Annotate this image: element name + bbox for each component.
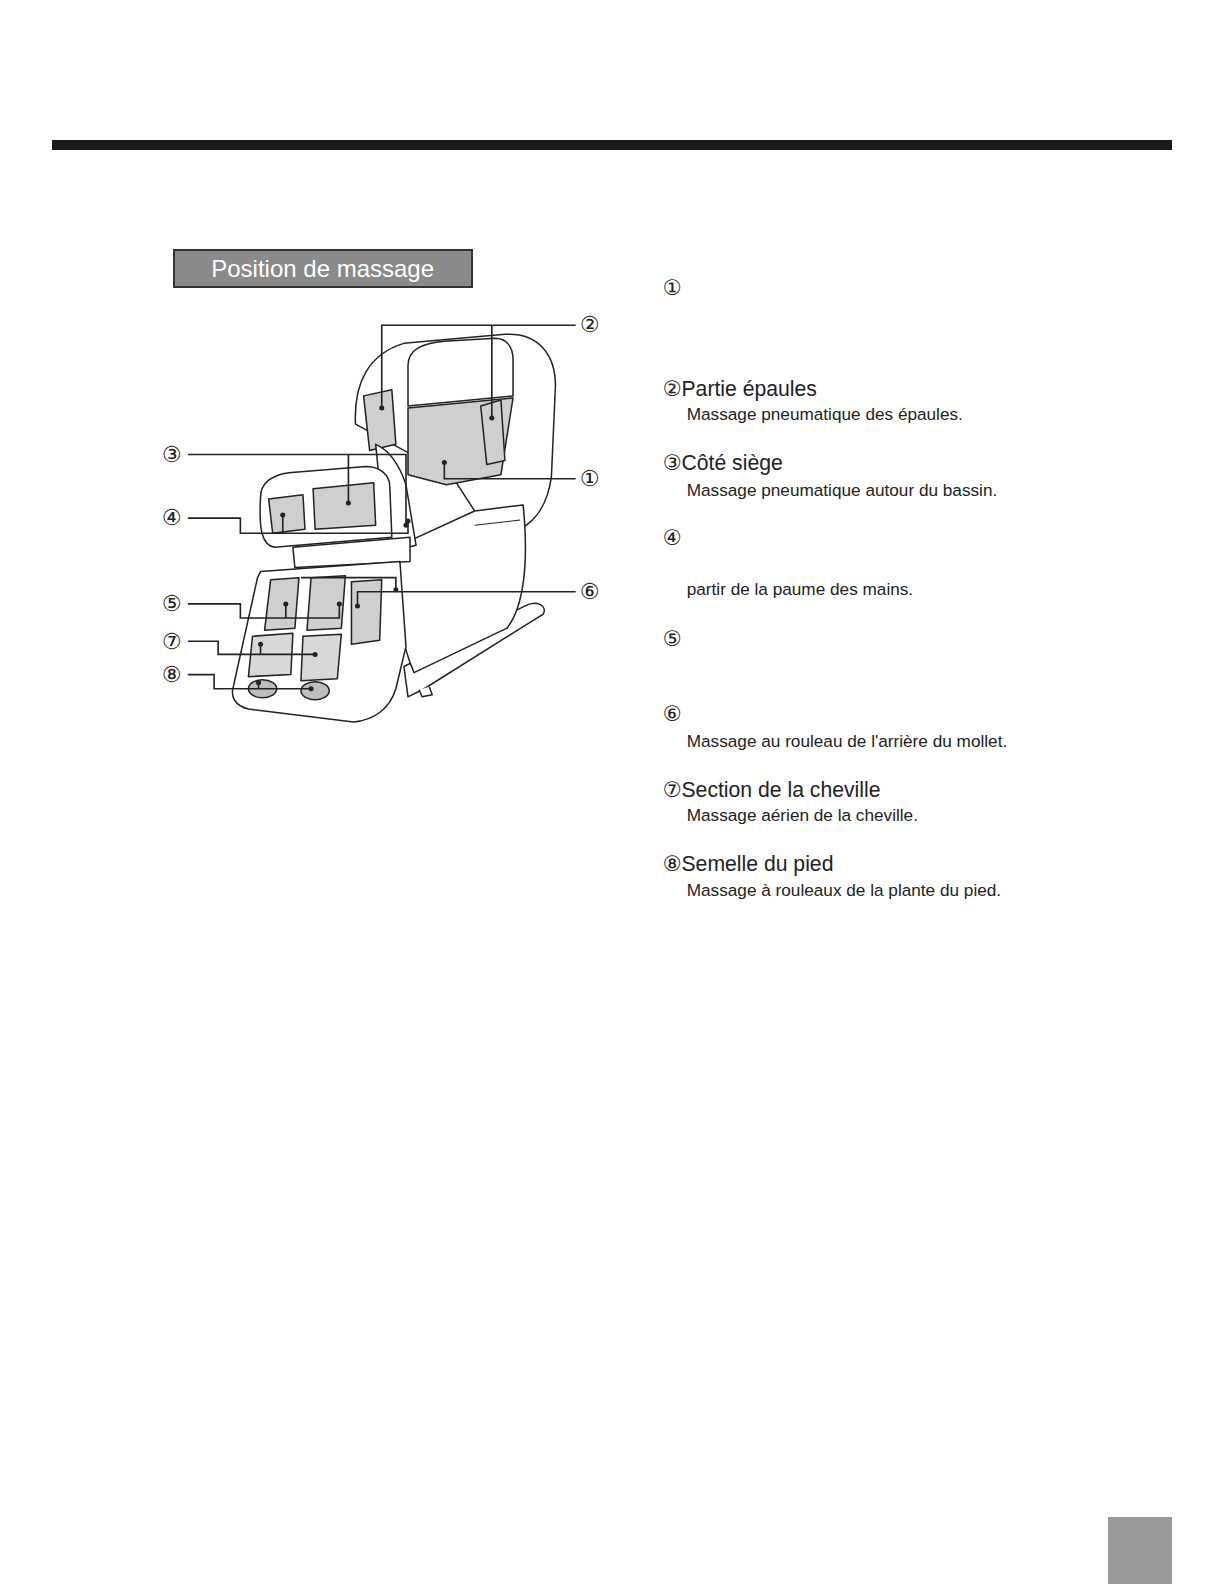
part-description: partir de la paume des mains. — [687, 580, 913, 600]
callout-number: ③ — [162, 442, 182, 468]
callout-number: ① — [580, 466, 600, 492]
part-heading: ⑥ — [662, 702, 681, 726]
part-heading: ⑧Semelle du pied — [662, 852, 833, 876]
part-description: Massage pneumatique des épaules. — [687, 405, 963, 425]
section-title: Position de massage — [211, 255, 434, 283]
part-heading: ②Partie épaules — [662, 377, 816, 401]
page-tab — [1108, 1517, 1172, 1584]
callout-number: ② — [580, 312, 600, 338]
leader-lines — [188, 325, 576, 691]
callout-number: ⑤ — [162, 591, 182, 617]
part-heading: ③Côté siège — [662, 451, 782, 475]
header-bar — [52, 140, 1172, 150]
part-description: Massage pneumatique autour du bassin. — [687, 481, 998, 501]
part-heading: ① — [662, 276, 681, 300]
part-description: Massage au rouleau de l'arrière du molle… — [687, 732, 1007, 752]
massage-chair — [232, 334, 555, 722]
callout-number: ⑦ — [162, 629, 182, 655]
part-heading: ⑤ — [662, 627, 681, 651]
callout-number: ⑥ — [580, 579, 600, 605]
callout-number: ④ — [162, 505, 182, 531]
part-heading: ⑦Section de la cheville — [662, 778, 880, 802]
part-description: Massage aérien de la cheville. — [687, 806, 918, 826]
title-box: Position de massage — [173, 249, 473, 287]
part-description: Massage à rouleaux de la plante du pied. — [687, 881, 1001, 901]
part-heading: ④ — [662, 526, 681, 550]
callout-number: ⑧ — [162, 662, 182, 688]
